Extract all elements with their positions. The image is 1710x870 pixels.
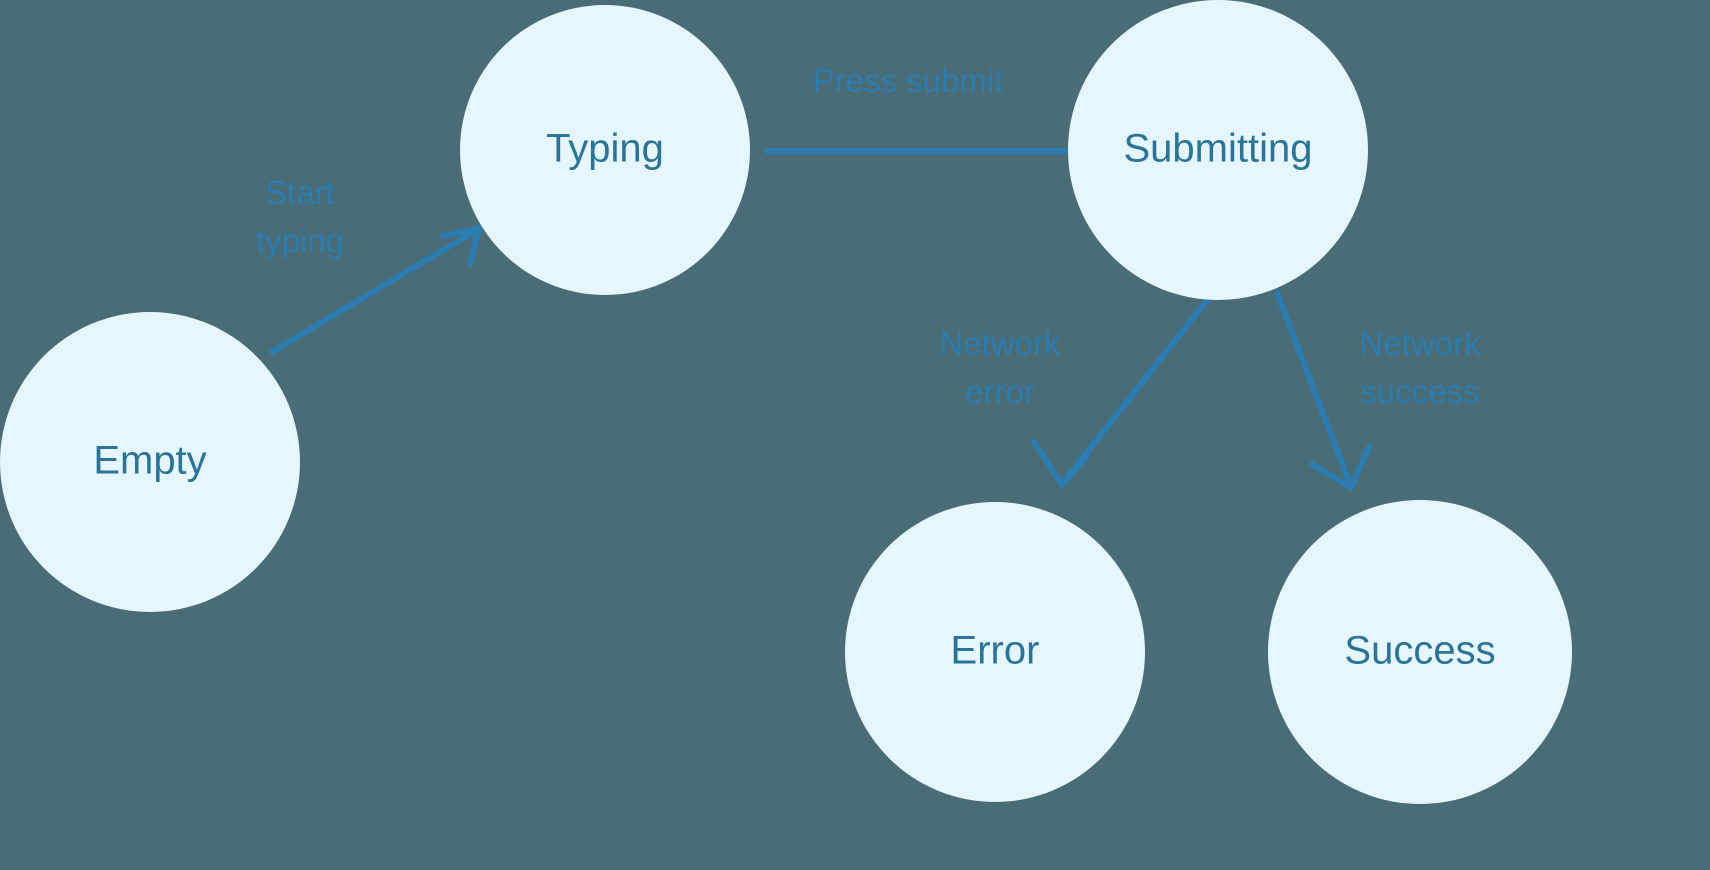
state-label-error: Error (951, 629, 1040, 673)
edge-label-line: Press submit (813, 62, 1004, 99)
state-circle-typing[interactable] (460, 5, 750, 295)
edge-label-line: Network (1359, 325, 1481, 362)
edge-empty-to-typing (269, 225, 482, 355)
state-node-submitting[interactable]: Submitting (1068, 0, 1368, 300)
state-circle-error[interactable] (845, 502, 1145, 802)
edge-label-line: Start (265, 174, 335, 211)
edge-submitting-to-success (1274, 290, 1372, 491)
arrowhead-icon-empty-to-typing (440, 225, 482, 267)
edge-label-submitting-to-error: Network error (939, 325, 1061, 410)
state-node-success[interactable]: Success (1268, 500, 1572, 804)
edge-line-empty-to-typing (269, 227, 480, 355)
state-label-submitting: Submitting (1124, 127, 1313, 171)
edge-line-submitting-to-success (1274, 290, 1351, 482)
edge-line-submitting-to-error (1063, 296, 1211, 482)
edge-label-typing-to-submitting: Press submit (813, 62, 1004, 99)
state-node-typing[interactable]: Typing (460, 5, 750, 295)
arrowhead-icon-submitting-to-error (1031, 439, 1090, 488)
edge-label-submitting-to-success: Network success (1359, 325, 1481, 410)
state-circle-success[interactable] (1268, 500, 1572, 804)
state-node-empty[interactable]: Empty (0, 312, 300, 612)
arrowhead-icon-submitting-to-success (1309, 444, 1372, 491)
edge-label-line: error (965, 373, 1035, 410)
edge-label-empty-to-typing: Start typing (256, 174, 344, 259)
edge-label-line: Network (939, 325, 1061, 362)
state-label-typing: Typing (546, 127, 664, 171)
state-label-success: Success (1344, 629, 1495, 673)
state-circle-submitting[interactable] (1068, 0, 1368, 300)
edge-label-line: success (1360, 373, 1479, 410)
state-node-error[interactable]: Error (845, 502, 1145, 802)
state-circle-empty[interactable] (0, 312, 300, 612)
state-label-empty: Empty (93, 439, 206, 483)
edge-label-line: typing (256, 222, 344, 259)
edge-submitting-to-error (1031, 296, 1211, 488)
